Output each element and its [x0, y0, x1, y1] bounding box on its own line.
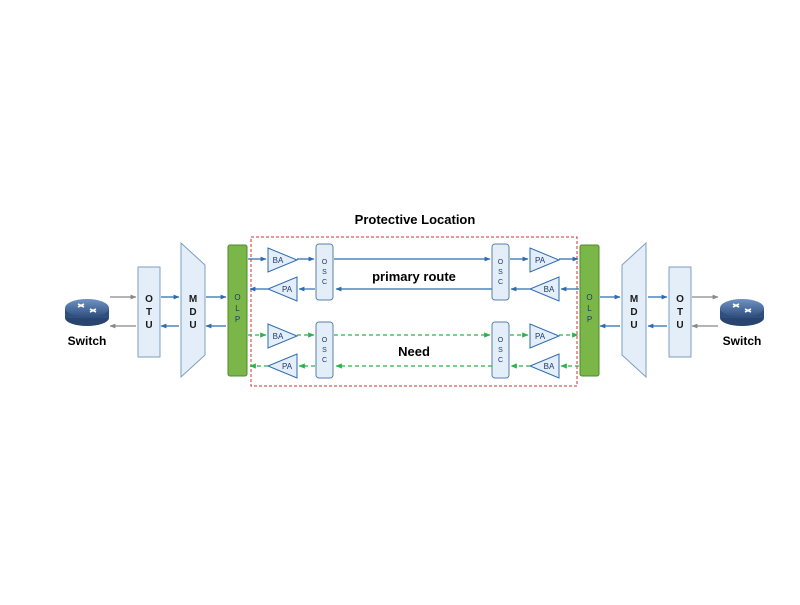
pa-label: PA — [535, 332, 546, 341]
pa-label: PA — [282, 285, 293, 294]
otu-left-letter: O — [145, 294, 153, 305]
otu-left-letter: T — [146, 307, 152, 318]
osc-letter: S — [322, 269, 327, 276]
otu-box-right — [668, 266, 692, 358]
ba-amplifier-left-backup — [267, 323, 299, 349]
mdu-right-letter: M — [630, 294, 638, 305]
pa-amplifier-left-primary — [266, 276, 298, 302]
mdu-left-letter: U — [189, 320, 196, 331]
olp-box-left — [227, 244, 248, 377]
backup-route-label: Need — [398, 344, 430, 359]
right-switch-label: Switch — [723, 334, 762, 348]
olp-left-letter: P — [235, 315, 240, 324]
osc-letter: C — [322, 279, 327, 286]
olp-left-letter: L — [235, 304, 240, 313]
mdu-left-letter: M — [189, 294, 197, 305]
pa-label: PA — [535, 256, 546, 265]
osc-box-right-backup — [491, 321, 510, 379]
pa-amplifier-left-backup — [266, 353, 298, 379]
otu-right-letter: T — [677, 307, 683, 318]
ba-label: BA — [544, 285, 555, 294]
olp-right-letter: P — [587, 315, 592, 324]
osc-letter: O — [498, 259, 504, 266]
osc-letter: C — [498, 279, 503, 286]
otu-box-left — [137, 266, 161, 358]
mdu-left-letter: D — [189, 307, 196, 318]
osc-letter: C — [322, 357, 327, 364]
protective-location-border — [250, 236, 578, 387]
mdu-box-left — [180, 241, 206, 379]
olp-right-letter: O — [586, 293, 592, 302]
mdu-box-right — [621, 241, 647, 379]
pa-amplifier-right-backup — [529, 323, 561, 349]
osc-letter: O — [498, 337, 504, 344]
osc-letter: S — [322, 347, 327, 354]
osc-box-right-primary — [491, 243, 510, 301]
ba-label: BA — [273, 332, 284, 341]
ba-amplifier-right-primary — [528, 276, 560, 302]
ba-amplifier-left-primary — [267, 247, 299, 273]
diagram-title: Protective Location — [355, 212, 476, 227]
olp-box-right — [579, 244, 600, 377]
osc-letter: S — [498, 347, 503, 354]
pa-amplifier-right-primary — [529, 247, 561, 273]
left-switch-label: Switch — [68, 334, 107, 348]
pa-label: PA — [282, 362, 293, 371]
otu-left-letter: U — [145, 320, 152, 331]
osc-letter: S — [498, 269, 503, 276]
otu-right-letter: O — [676, 294, 684, 305]
router-switch-icon — [65, 299, 109, 326]
osc-letter: C — [498, 357, 503, 364]
osc-letter: O — [322, 337, 328, 344]
mdu-right-letter: U — [630, 320, 637, 331]
ba-label: BA — [273, 256, 284, 265]
ba-amplifier-right-backup — [528, 353, 560, 379]
ba-label: BA — [544, 362, 555, 371]
mdu-right-letter: D — [630, 307, 637, 318]
osc-box-left-backup — [315, 321, 334, 379]
osc-letter: O — [322, 259, 328, 266]
olp-left-letter: O — [234, 293, 240, 302]
osc-box-left-primary — [315, 243, 334, 301]
otu-right-letter: U — [676, 320, 683, 331]
olp-right-letter: L — [587, 304, 592, 313]
primary-route-label: primary route — [372, 269, 456, 284]
router-switch-icon — [720, 299, 764, 326]
